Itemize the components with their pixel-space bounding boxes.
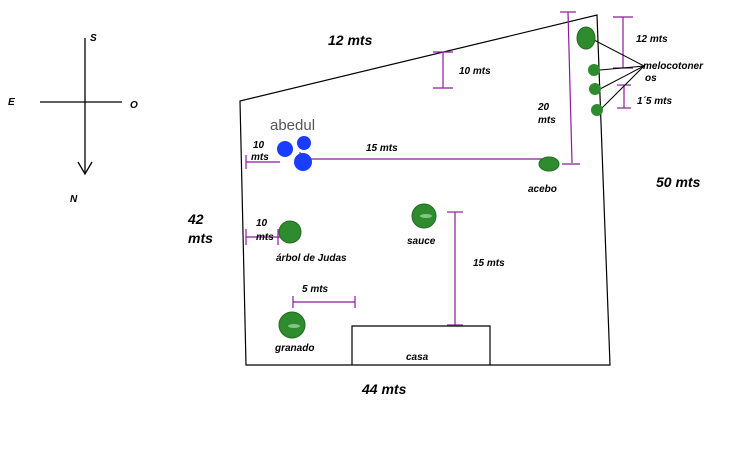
granado-label: granado [274,343,314,354]
judas-tree [278,220,302,244]
dim-sauce-casa: 15 mts [473,258,505,269]
dim-abedul-left-number: 10 [253,140,265,151]
measure-corner [567,11,573,164]
granado-tree-highlight [288,324,300,328]
dim-abedul-left-unit: mts [251,152,269,163]
plot-outline [239,14,611,366]
dim-judas-left-number: 10 [256,218,268,229]
melocotonero-tree-2 [588,64,600,76]
sauce-label: sauce [407,236,436,247]
dim-abedul-acebo: 15 mts [366,143,398,154]
melocotonero-tree-4 [591,104,603,116]
dim-corner-number: 20 [537,102,550,113]
dim-left-unit: mts [188,230,213,246]
dim-top: 12 mts [328,32,373,48]
house-label: casa [406,352,429,363]
abedul-tree-2 [297,136,311,150]
abedul-label: abedul [270,117,315,134]
dim-bottom: 44 mts [361,381,407,397]
dim-corner-unit: mts [538,115,556,126]
abedul-tree-3 [294,153,312,171]
judas-label: árbol de Judas [276,253,347,264]
dim-judas-left-unit: mts [256,232,274,243]
melocotoneros-leaders [593,39,645,111]
compass-label-right: O [130,100,138,111]
dim-right-top: 12 mts [636,34,668,45]
compass-label-top: S [90,33,97,44]
compass-label-left: E [8,97,15,108]
compass-label-bottom: N [70,194,78,205]
sauce-tree-highlight [420,214,432,218]
acebo-label: acebo [528,184,557,195]
dim-top-inner: 10 mts [459,66,491,77]
melocotonero-tree-3 [589,83,601,95]
dim-right: 50 mts [656,174,701,190]
tree-markers [277,26,603,339]
dim-left-number: 42 [187,211,204,227]
abedul-tree-1 [277,141,293,157]
compass: S E O N [8,33,138,205]
melocotonero-tree-1 [576,26,596,50]
house-outline [351,325,491,365]
compass-arrow-head [77,161,93,176]
melocotoneros-label-line1: melocotoner [643,61,704,72]
dim-granado: 5 mts [302,284,329,295]
acebo-tree [538,156,560,172]
dim-right-small: 1´5 mts [637,96,672,107]
melocotoneros-label-line2: os [645,73,657,84]
